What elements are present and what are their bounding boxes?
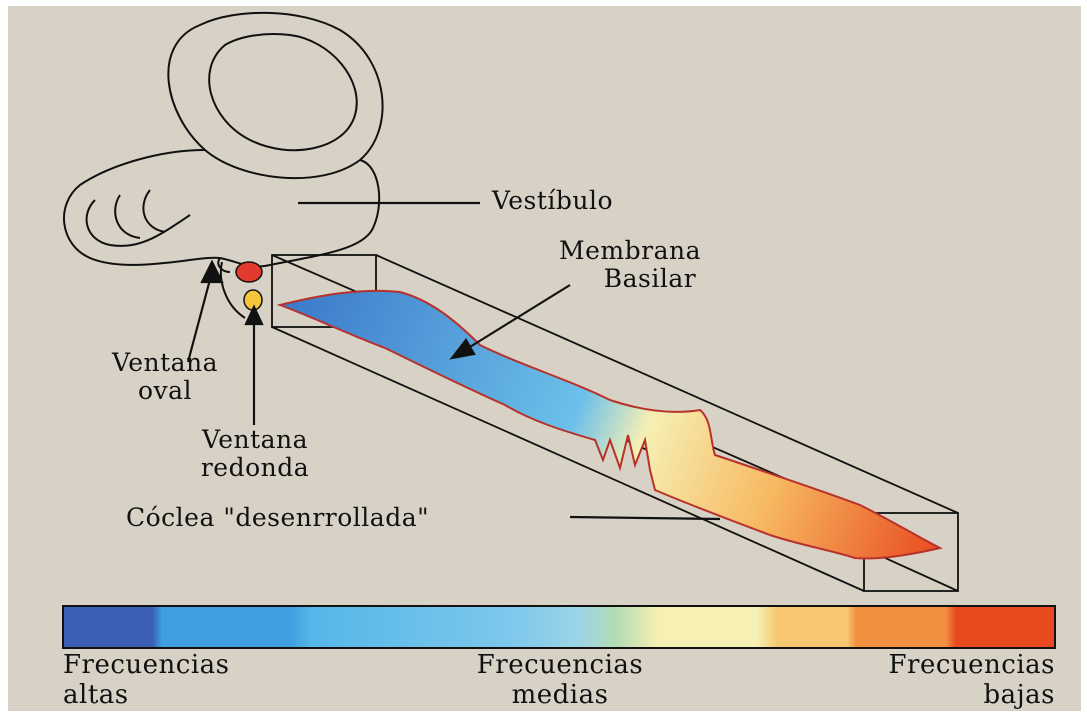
round-window-label-line1: Ventana [170,425,340,455]
low-frequency-label-line1: Frecuencias [815,650,1055,680]
basilar-membrane-label-line1: Membrana [520,236,740,266]
oval-window [236,262,262,282]
vestibule-label: Vestíbulo [492,186,613,216]
cochlea-label: Cóclea "desenrrollada" [126,503,429,533]
frequency-color-bar [63,606,1055,648]
mid-frequency-label-line1: Frecuencias [440,650,680,680]
mid-frequency-label-line2: medias [440,680,680,710]
high-frequency-label-line2: altas [63,680,129,710]
high-frequency-label-line1: Frecuencias [63,650,230,680]
oval-window-label-line2: oval [80,376,250,406]
oval-window-label-line1: Ventana [80,348,250,378]
round-window-label-line2: redonda [170,453,340,483]
basilar-membrane-label-line2: Basilar [540,264,760,294]
low-frequency-label-line2: bajas [815,680,1055,710]
